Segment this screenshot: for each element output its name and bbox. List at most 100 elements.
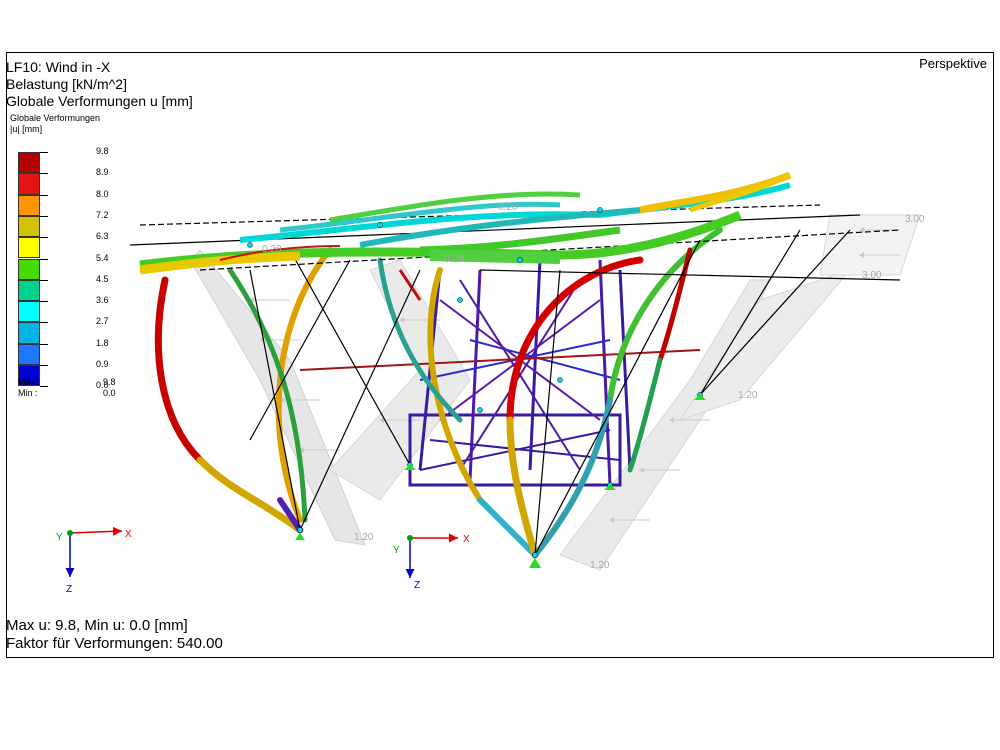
axis-y-label: Y xyxy=(393,545,400,556)
legend-swatch xyxy=(18,215,40,238)
legend-tick xyxy=(40,237,48,239)
roof-beam-green xyxy=(419,226,621,254)
legend-swatch xyxy=(18,279,40,302)
arch-right-green xyxy=(607,227,723,403)
result-type-label: Globale Verformungen u [mm] xyxy=(6,93,193,109)
arch-main-red xyxy=(506,256,644,424)
cable xyxy=(299,269,421,531)
tower-brace xyxy=(469,339,621,381)
legend-swatch xyxy=(18,237,40,259)
arch-right-teal xyxy=(532,397,613,558)
load-label: 1.20 xyxy=(354,532,374,543)
legend-value: 8.9 xyxy=(96,167,109,178)
support-node xyxy=(529,558,541,568)
legend-swatch xyxy=(18,301,40,323)
legend-value: 4.5 xyxy=(96,273,109,284)
cable xyxy=(249,259,351,441)
central-tower xyxy=(299,259,701,487)
arch-left-green xyxy=(227,267,308,523)
legend-swatch xyxy=(18,343,40,365)
cable xyxy=(699,229,801,396)
legend-value: 5.4 xyxy=(96,252,109,263)
tower-beam-red xyxy=(398,269,422,301)
axis-x-label: X xyxy=(125,529,132,540)
legend-tick xyxy=(40,173,48,175)
roof-edge xyxy=(129,214,861,246)
legend-tick xyxy=(40,279,48,281)
load-unit-label: Belastung [kN/m^2] xyxy=(6,76,127,92)
tower-column xyxy=(598,259,612,486)
roof-rim-green xyxy=(429,249,561,264)
supports xyxy=(295,394,706,568)
legend-min-label: Min : xyxy=(18,388,38,398)
cable xyxy=(289,249,411,466)
view-mode-label: Perspektive xyxy=(919,56,987,71)
arches xyxy=(154,227,723,559)
load-label: 0.20 xyxy=(262,244,282,255)
support-node xyxy=(604,484,616,490)
roof-beam-cyan xyxy=(279,201,561,233)
legend-tick xyxy=(40,258,48,260)
arch-left-purple xyxy=(277,497,303,533)
load-label: 1.20 xyxy=(590,560,610,571)
load-label: 3.00 xyxy=(905,214,925,225)
axis-y-label: Y xyxy=(56,532,63,543)
legend-unit: |u| [mm] xyxy=(10,124,43,134)
load-panel-3 xyxy=(559,279,771,571)
legend-value: 3.6 xyxy=(96,295,109,306)
cable xyxy=(249,269,301,531)
legend-tick xyxy=(40,194,48,196)
arch-far-green xyxy=(627,357,663,473)
load-label: 1.20 xyxy=(738,390,758,401)
legend-value: 6.3 xyxy=(96,231,109,242)
legend-tick xyxy=(40,322,48,324)
roof-edge xyxy=(479,269,901,281)
load-case-title: LF10: Wind in -X xyxy=(6,59,111,75)
tower-brace xyxy=(459,279,581,471)
axis-z-label: Z xyxy=(66,584,72,595)
legend-tick xyxy=(40,215,48,217)
model-viewport[interactable]: Perspektive xyxy=(6,52,994,658)
roof-beam-red xyxy=(219,245,341,261)
legend-swatch xyxy=(18,322,40,344)
roof-beam-yellow xyxy=(689,172,792,213)
support-node xyxy=(295,533,305,540)
legend-min-value: 0.0 xyxy=(103,388,116,398)
roof-beam-yellow xyxy=(139,251,301,275)
legend-swatch xyxy=(18,258,40,280)
roof-grid xyxy=(129,171,901,281)
cable xyxy=(534,239,701,556)
arch-far-red xyxy=(657,247,693,363)
legend-max-label: Max : xyxy=(18,377,41,387)
tower-column xyxy=(468,269,482,481)
arch-main-gold xyxy=(506,416,539,559)
deformation-factor: Faktor für Verformungen: 540.00 xyxy=(6,635,223,652)
arch-mid-teal xyxy=(377,257,463,423)
load-panel-4 xyxy=(678,268,852,421)
axis-triad: X Y Z xyxy=(56,526,132,595)
legend-tick xyxy=(40,152,48,153)
nodes xyxy=(247,207,703,558)
axis-triad: X Y Z xyxy=(393,533,470,591)
load-label: 0.20 xyxy=(444,254,464,265)
cable xyxy=(699,229,851,396)
tower-brace xyxy=(429,439,621,461)
legend-tick xyxy=(40,343,48,345)
legend-max-value: 9.8 xyxy=(103,377,116,387)
axis-x-label: X xyxy=(463,534,470,545)
result-summary: Max u: 9.8, Min u: 0.0 [mm] xyxy=(6,617,188,634)
arch-left-yellow xyxy=(196,456,304,534)
legend-swatch xyxy=(18,194,40,216)
legend-tick xyxy=(40,386,48,388)
legend-tick xyxy=(40,365,48,366)
tower-column xyxy=(618,269,632,471)
legend-value: 2.7 xyxy=(96,316,109,327)
legend-swatch xyxy=(18,152,40,174)
legend-title: Globale Verformungen xyxy=(10,113,101,123)
cable xyxy=(534,269,561,556)
legend-value: 0.9 xyxy=(96,359,109,369)
legend-value: 7.2 xyxy=(96,209,109,220)
legend-swatch xyxy=(18,365,40,387)
load-label: 3.00 xyxy=(862,270,882,281)
